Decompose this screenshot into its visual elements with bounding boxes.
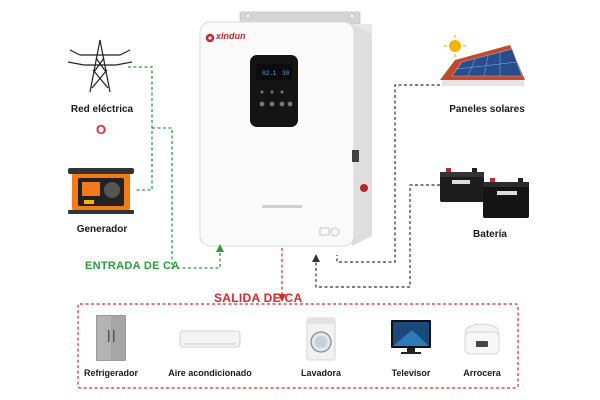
- inverter-unit: 02.1 30: [199, 11, 372, 247]
- ac-input-arrow-icon: [216, 244, 224, 252]
- appliance-label-rice-cooker: Arrocera: [463, 368, 501, 378]
- generator-icon: [68, 168, 134, 214]
- dc-arrow-icon: [312, 254, 320, 262]
- refrigerator-icon: [96, 315, 126, 361]
- washing-machine-icon: [306, 317, 336, 361]
- svg-text:02.1: 02.1: [262, 70, 277, 77]
- television-icon: [391, 320, 431, 354]
- air-conditioner-icon: [179, 330, 241, 348]
- grid-label: Red eléctrica: [70, 104, 134, 115]
- ac-input-lines: [128, 66, 221, 269]
- solar-label: Paneles solares: [449, 104, 525, 115]
- ac-output-lines: [77, 248, 519, 389]
- ac-output-label: SALIDA DE CA: [214, 291, 303, 305]
- appliance-label-television: Televisor: [391, 368, 431, 378]
- battery-icon: [440, 168, 529, 218]
- generator-label: Generador: [76, 224, 128, 235]
- dc-lines: [315, 84, 440, 288]
- power-tower-icon: [67, 39, 133, 93]
- ac-input-label: ENTRADA DE CA: [85, 260, 180, 272]
- ac-output-arrow-icon: [278, 294, 286, 302]
- solar-panel-icon: [440, 35, 525, 86]
- svg-text:30: 30: [282, 70, 290, 77]
- battery-label: Batería: [473, 229, 507, 240]
- or-label: O: [96, 122, 107, 137]
- appliance-label-washing-machine: Lavadora: [300, 368, 342, 378]
- appliance-label-air-conditioner: Aire acondicionado: [168, 368, 252, 378]
- appliance-label-refrigerator: Refrigerador: [83, 368, 138, 378]
- inverter-brand: xindun: [216, 31, 246, 41]
- rice-cooker-icon: [464, 323, 500, 355]
